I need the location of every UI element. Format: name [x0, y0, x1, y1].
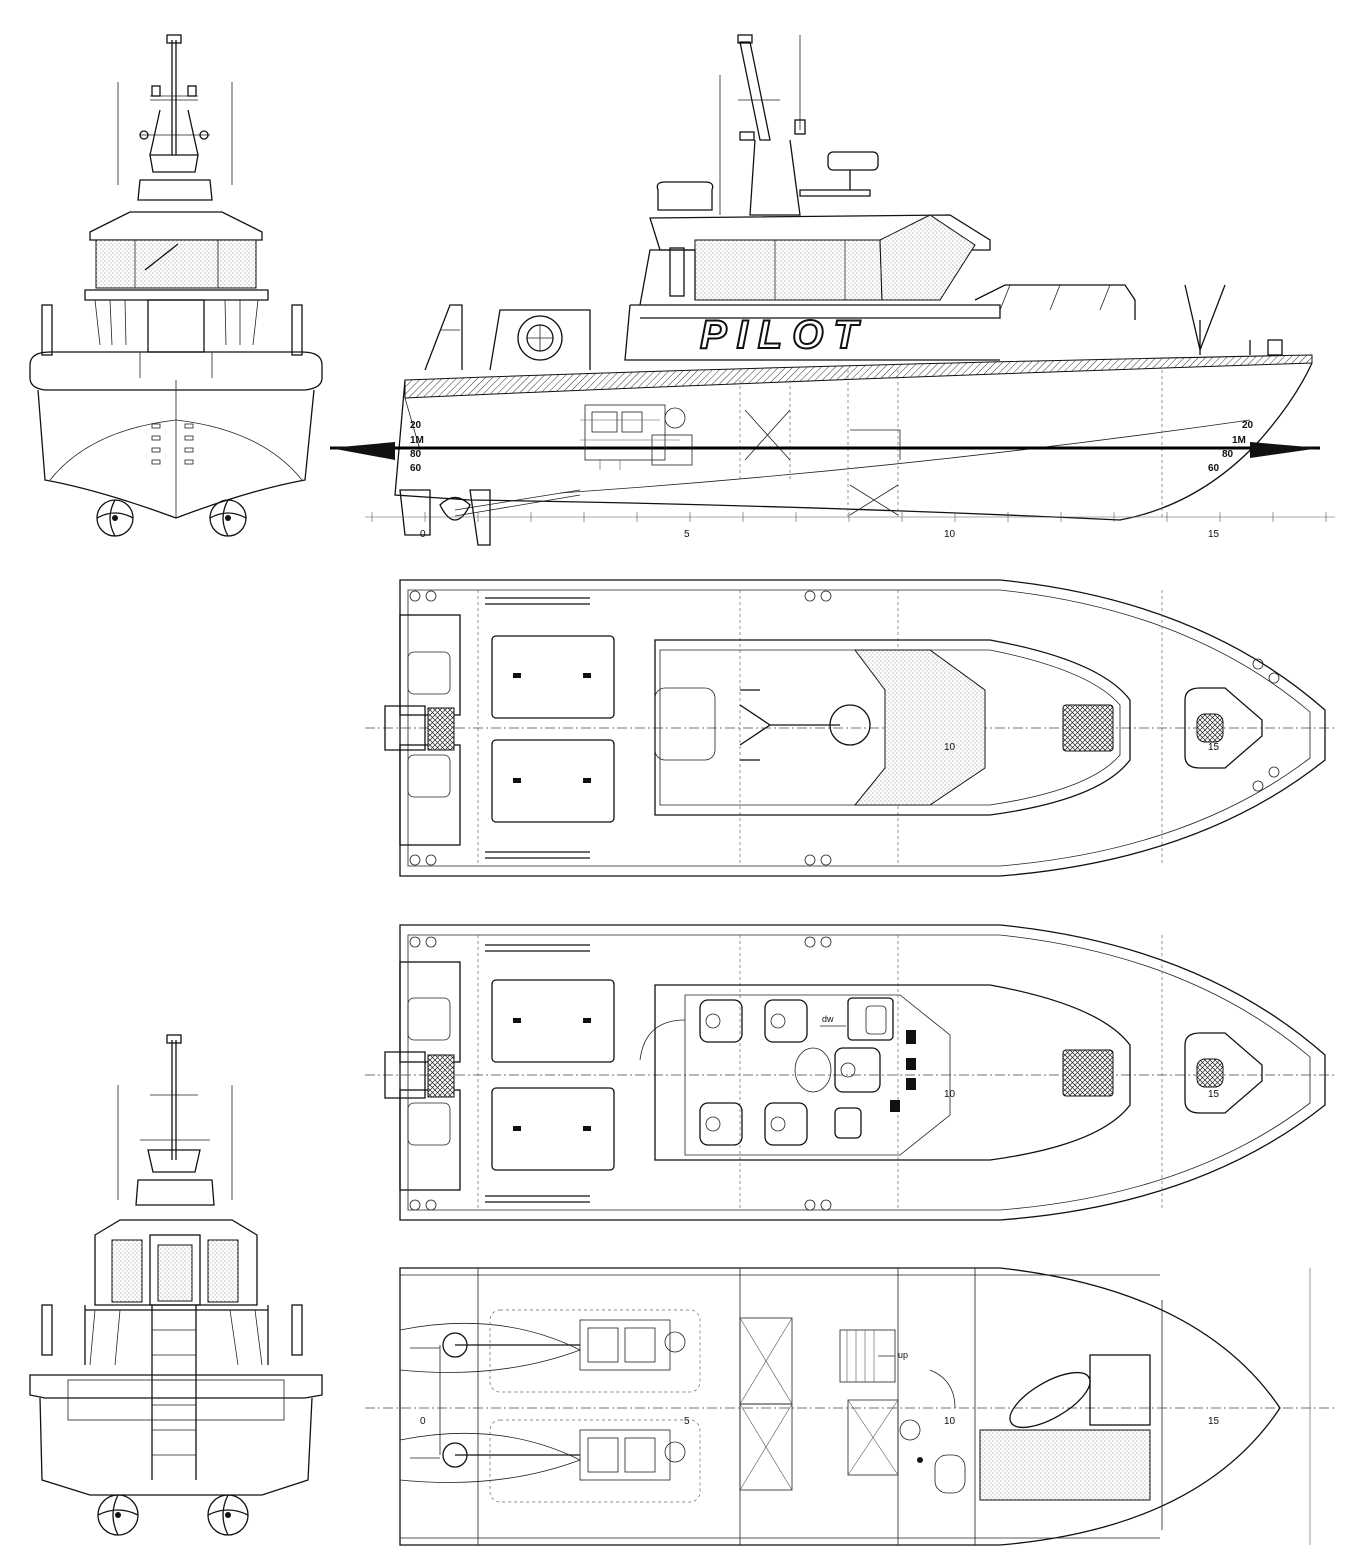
station-10-deck: 10: [944, 742, 956, 753]
draft-mark-1m-fwd: 1M: [1232, 435, 1246, 446]
companion-stair: up: [839, 1329, 908, 1383]
stair-up-label: up: [898, 1350, 908, 1360]
station-15-lower: 15: [1208, 1416, 1220, 1427]
draft-mark-80-fwd: 80: [1222, 449, 1234, 460]
wheelhouse-front: [84, 211, 269, 353]
draft-mark-60-aft: 60: [410, 463, 422, 474]
engine-room-plan-view: up 0 5 10 15: [365, 1267, 1335, 1546]
hull-outline-deck: [399, 579, 1326, 877]
hull-outline-lower: [399, 1267, 1281, 1546]
hull-side: [394, 362, 1313, 521]
front-elevation-view: [29, 34, 323, 537]
hull-outline-wheelhouse: [399, 924, 1326, 1221]
propeller-shaft: [399, 489, 581, 546]
mast-side: [719, 34, 806, 216]
liferaft-side: [656, 181, 714, 211]
forepeak-bunk: [979, 1429, 1151, 1501]
draft-mark-1m-aft: 1M: [410, 435, 424, 446]
hull-name-text: PILOT: [700, 313, 868, 357]
engine-side: [580, 404, 693, 470]
wheelhouse-roof-plan: [654, 639, 1131, 816]
boarding-ladder: [151, 1305, 197, 1480]
aft-rails: [424, 304, 591, 371]
draft-marks-fwd: 20 1M 80 60: [1208, 420, 1254, 474]
wheelhouse-bollards: [409, 936, 832, 1211]
sheer-fender: [404, 354, 1313, 399]
station-10-wheelhouse: 10: [944, 1089, 956, 1100]
deck-hatch-1: [491, 635, 615, 719]
station-10-profile: 10: [944, 529, 956, 540]
propeller-starboard: [209, 499, 247, 537]
engine-port: [442, 1319, 686, 1371]
fuel-tanks: [739, 1317, 899, 1491]
deck-bollards: [409, 590, 1280, 866]
station-scale-lower: 0 5 10 15: [420, 1416, 1220, 1427]
mast: [139, 34, 210, 173]
chain-locker: [1089, 1354, 1151, 1426]
bow-hatch-deck: [1184, 687, 1263, 769]
station-15-profile: 15: [1208, 529, 1220, 540]
wheelhouse-side: [624, 214, 1001, 361]
stern-elevation-view: [29, 1034, 323, 1536]
engine-starboard: [442, 1429, 686, 1481]
deck-hatch-2: [491, 739, 615, 823]
deck-hatch-3: [491, 979, 615, 1063]
waterline-arrow-fwd: [1250, 442, 1320, 458]
bow-rail: [974, 284, 1283, 356]
door-swing: [929, 1369, 956, 1409]
washbasin: [934, 1454, 966, 1494]
bollard-starboard: [291, 304, 303, 356]
draft-mark-20-aft: 20: [410, 420, 422, 431]
station-scale-profile: 0 5 10 15: [365, 512, 1335, 540]
hull-stern: [29, 1305, 323, 1496]
deck-hatch-4: [491, 1087, 615, 1171]
propeller-port: [96, 499, 134, 537]
toilet: [899, 1419, 921, 1441]
wheelhouse-interior: dw: [639, 984, 1131, 1161]
draft-mark-60-fwd: 60: [1208, 463, 1220, 474]
dishwasher-label: dw: [822, 1014, 834, 1024]
wheelhouse-aft: [94, 1219, 258, 1306]
draft-mark-80-aft: 80: [410, 449, 422, 460]
bollard-port: [41, 304, 53, 356]
deck-plan-view: 10 15: [365, 579, 1335, 877]
passenger-seats: [699, 999, 808, 1146]
mast-stern: [140, 1034, 210, 1173]
galley-unit: [847, 997, 894, 1041]
hull-front: [29, 351, 323, 519]
transom-step-grating: [427, 707, 455, 751]
station-5-lower: 5: [684, 1416, 690, 1427]
transom-locker-port-2: [399, 961, 461, 1063]
liferaft: [137, 179, 213, 201]
helm-seat: [834, 1047, 881, 1093]
waterline-arrow-aft: [330, 442, 395, 460]
station-5-profile: 5: [684, 529, 690, 540]
station-0-lower: 0: [420, 1416, 426, 1427]
wheelhouse-plan-view: dw 10 15: [365, 924, 1335, 1221]
draft-marks-front: [151, 423, 194, 465]
station-15-deck: 15: [1208, 742, 1220, 753]
station-0-profile: 0: [420, 529, 426, 540]
station-15-wheelhouse: 15: [1208, 1089, 1220, 1100]
radar-antenna: JRC: [799, 151, 879, 197]
radar-brand-label: JRC: [842, 158, 858, 167]
station-10-lower: 10: [944, 1416, 956, 1427]
propeller-starboard-stern: [207, 1494, 249, 1536]
bow-hatch-wheelhouse: [1184, 1032, 1263, 1114]
propeller-port-stern: [97, 1494, 139, 1536]
draft-marks-aft: 20 1M 80 60: [410, 420, 424, 474]
forward-hatch-opening: [1009, 1371, 1091, 1429]
side-profile-view: JRC PILOT: [330, 34, 1335, 546]
transom-locker-port: [399, 614, 461, 716]
draft-mark-20-fwd: 20: [1242, 420, 1254, 431]
